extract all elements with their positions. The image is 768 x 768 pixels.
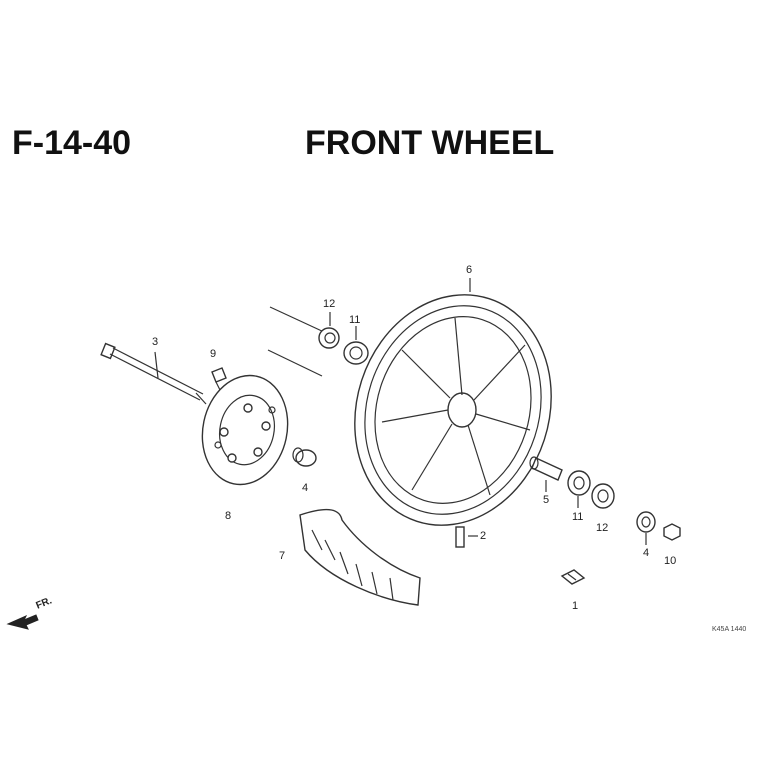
callout-3: 3 <box>152 336 159 348</box>
callout-6: 6 <box>466 264 473 276</box>
callout-12: 12 <box>323 298 336 310</box>
axle-part <box>100 342 207 405</box>
clip-part <box>560 569 586 585</box>
bearing-part <box>567 470 591 496</box>
spacer-part <box>529 456 563 481</box>
callout-9: 9 <box>210 348 217 360</box>
brake-disc-part <box>201 374 289 486</box>
callout-4: 4 <box>302 482 309 494</box>
diagram-reference-code: K45A 1440 <box>712 626 747 633</box>
flange-bolt-part <box>455 526 478 548</box>
diagram-title: FRONT WHEEL <box>305 124 555 162</box>
callout-8: 8 <box>225 510 232 522</box>
callout-5: 5 <box>543 494 550 506</box>
axle-nut-part <box>663 523 681 541</box>
collar-part <box>636 511 656 533</box>
dust-seal-part <box>591 483 615 509</box>
fender-part <box>299 508 421 606</box>
bearing-part <box>343 341 369 365</box>
callout-7: 7 <box>279 550 286 562</box>
wheel-part <box>354 294 552 526</box>
callout-11: 11 <box>349 314 361 326</box>
callout-12: 12 <box>596 522 609 534</box>
callout-2: 2 <box>480 530 487 542</box>
callout-1: 1 <box>572 600 579 612</box>
bolt-part <box>211 367 227 391</box>
callout-4: 4 <box>643 547 650 559</box>
collar-part <box>292 447 317 467</box>
callout-11: 11 <box>572 511 584 523</box>
callout-10: 10 <box>664 555 677 567</box>
diagram-code: F-14-40 <box>12 124 132 162</box>
dust-seal-part <box>318 327 340 349</box>
front-direction-arrow-icon <box>6 614 39 630</box>
